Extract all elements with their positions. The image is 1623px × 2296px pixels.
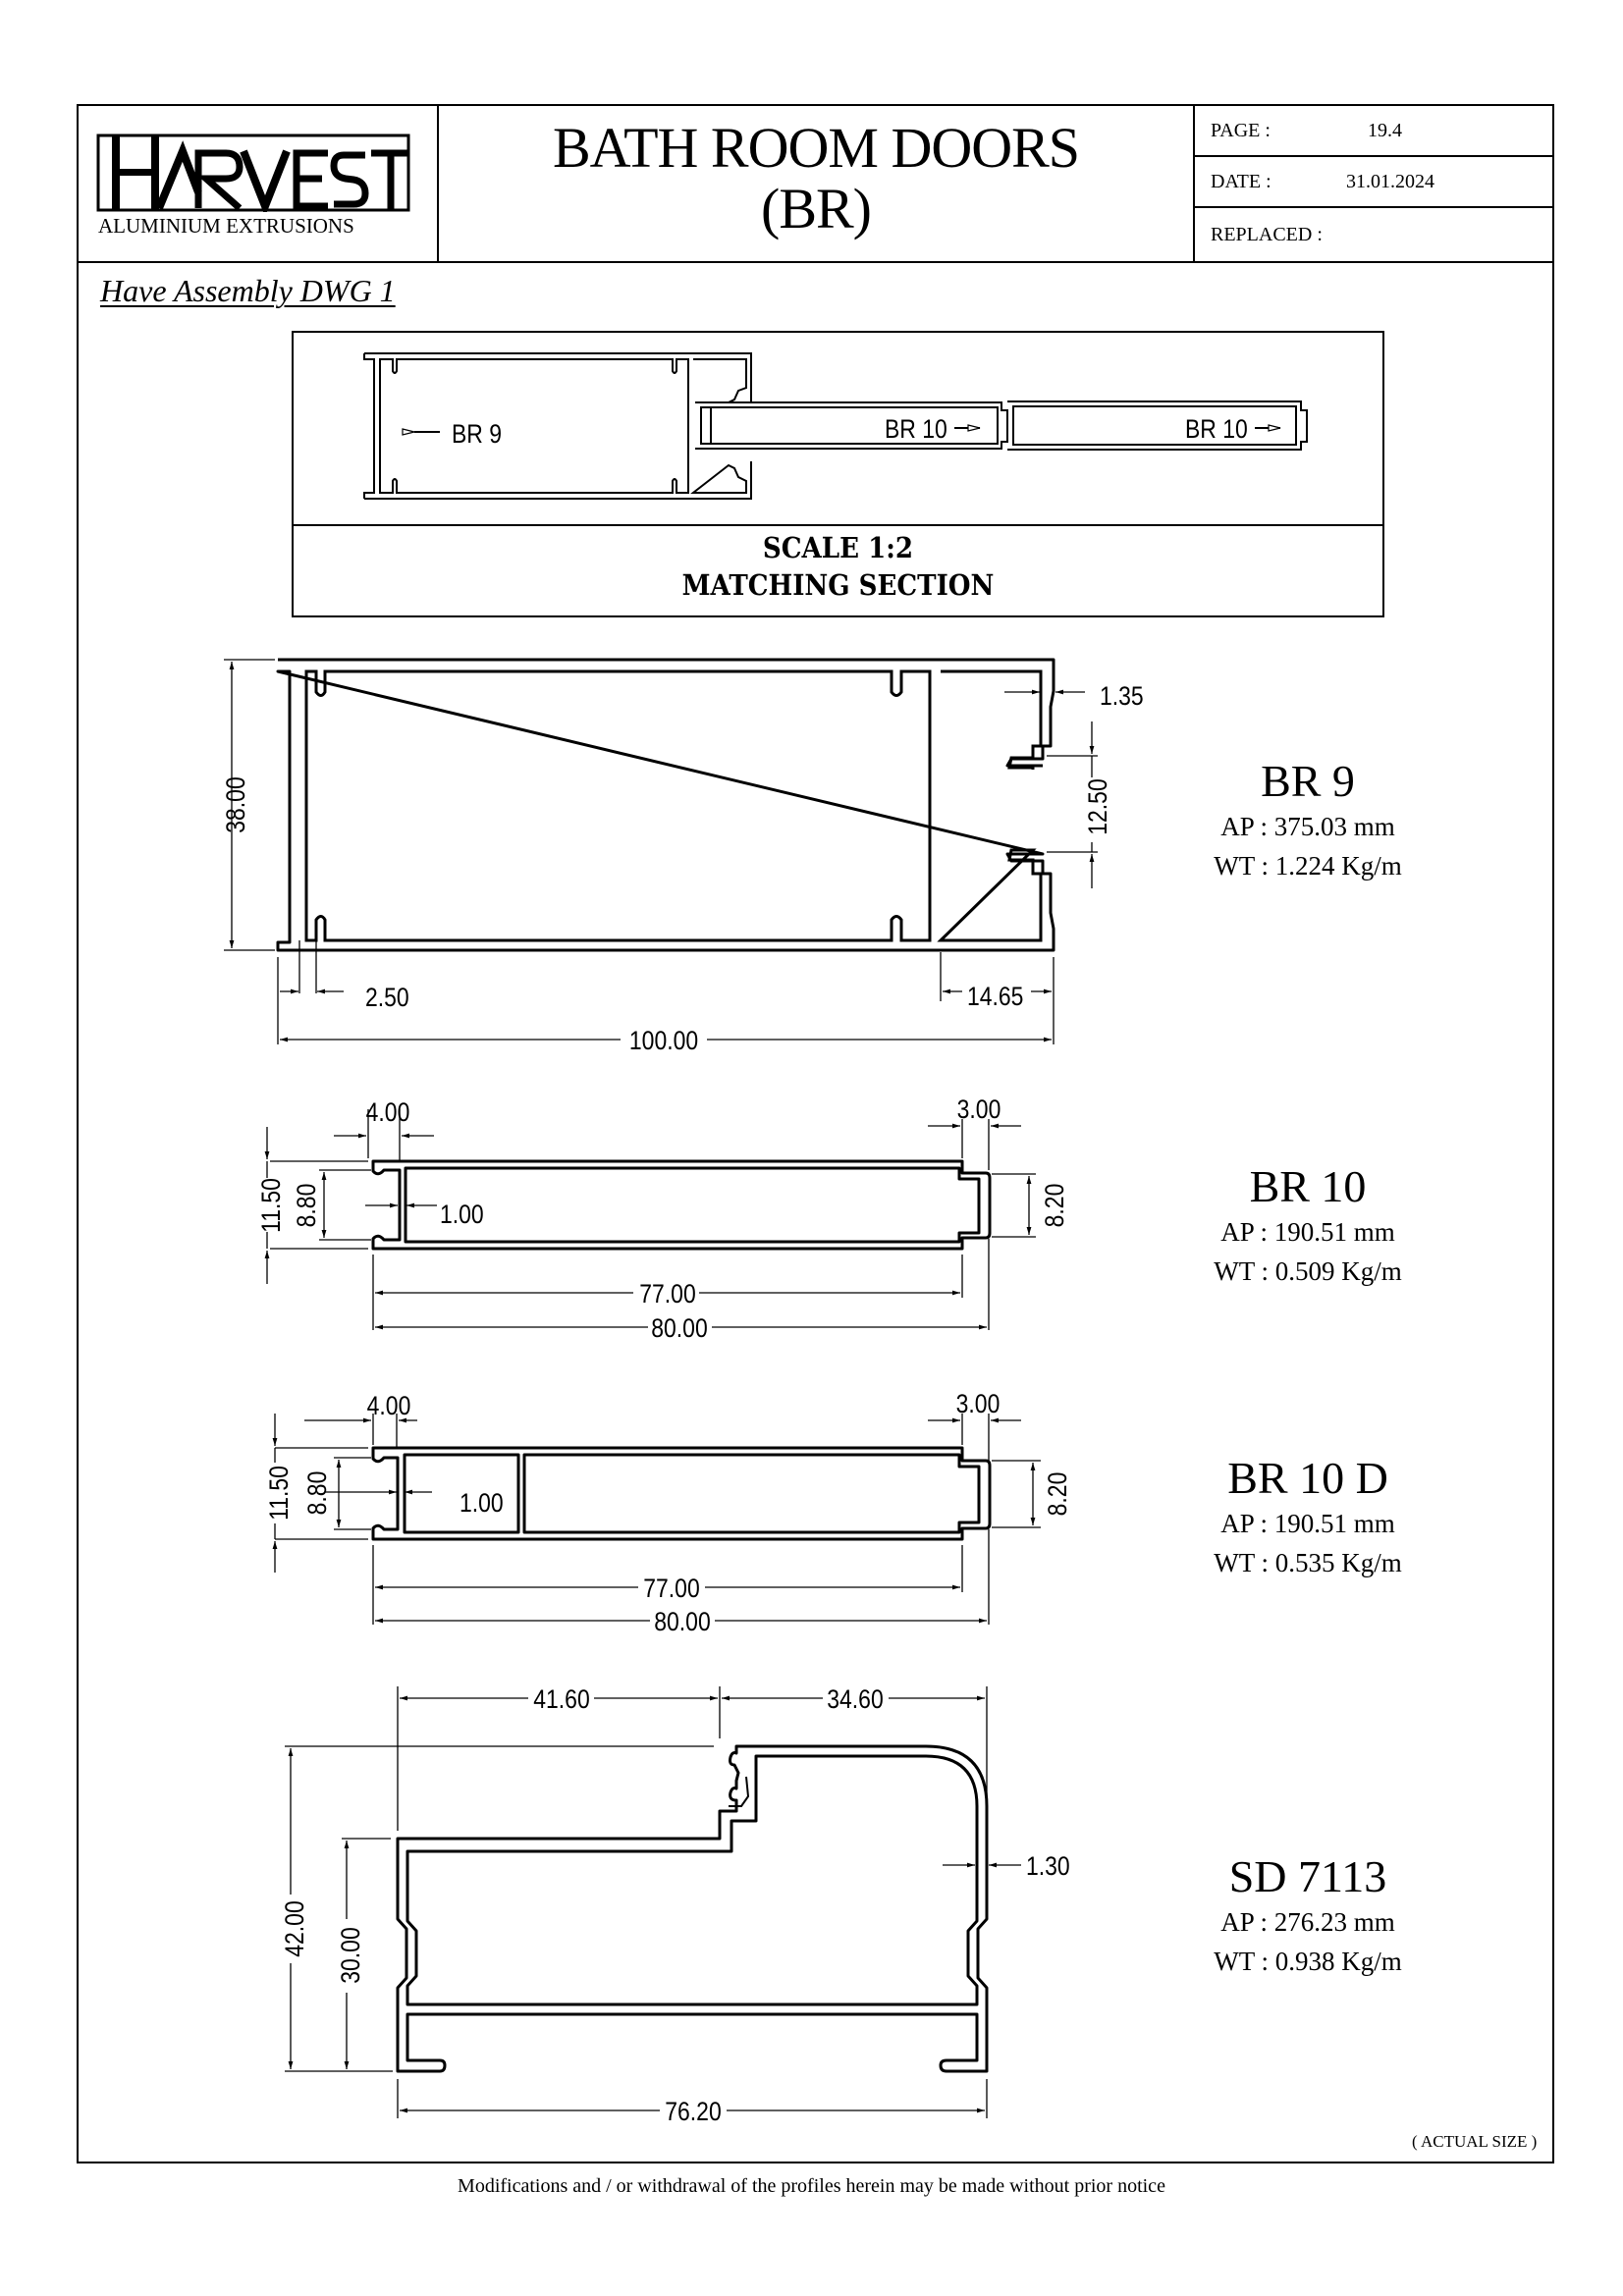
br10d-dim-nose-height: 8.20 xyxy=(1043,1472,1072,1517)
page-title: BATH ROOM DOORS (BR) xyxy=(437,104,1195,263)
harvest-logo xyxy=(96,133,410,212)
assembly-note: Have Assembly DWG 1 xyxy=(100,273,396,308)
match-label-br10-b: BR 10 xyxy=(1185,414,1248,444)
profile-ap: AP : 190.51 mm xyxy=(1220,1509,1395,1538)
br10-dim-inner-length: 77.00 xyxy=(639,1279,695,1308)
profile-code: SD 7113 xyxy=(1228,1851,1387,1901)
replaced-label: REPLACED : xyxy=(1211,223,1323,245)
br9-dim-right-chamber: 14.65 xyxy=(967,982,1023,1011)
br9-dim-height: 38.00 xyxy=(221,776,250,832)
profile-wt: WT : 0.938 Kg/m xyxy=(1214,1947,1402,1976)
profile-wt: WT : 0.535 Kg/m xyxy=(1214,1548,1402,1577)
br10d-dim-inner-length: 77.00 xyxy=(643,1574,699,1603)
match-label-br10-a: BR 10 xyxy=(885,414,947,444)
sd7113-dim-wall: 1.30 xyxy=(1026,1851,1070,1881)
title-line-1: BATH ROOM DOORS xyxy=(552,116,1080,180)
br10d-dim-inner-height: 8.80 xyxy=(302,1471,332,1516)
profile-wt: WT : 1.224 Kg/m xyxy=(1214,851,1402,881)
br9-dim-wall-offset: 2.50 xyxy=(365,983,409,1012)
profile-ap: AP : 375.03 mm xyxy=(1220,812,1395,841)
sd7113-dim-left-width: 41.60 xyxy=(533,1684,589,1714)
sd7113-dim-right-width: 34.60 xyxy=(827,1684,883,1714)
divider xyxy=(294,524,1382,526)
br10d-dim-length: 80.00 xyxy=(654,1607,710,1636)
profile-code: BR 9 xyxy=(1261,756,1355,806)
match-label-br9: BR 9 xyxy=(452,419,502,449)
br10-dim-wall: 1.00 xyxy=(440,1200,484,1229)
sd7113-dim-width: 76.20 xyxy=(665,2097,721,2126)
br9-dim-width: 100.00 xyxy=(629,1026,698,1055)
br10d-profile xyxy=(371,1446,992,1541)
br10-dim-nose-height: 8.20 xyxy=(1040,1184,1069,1228)
sd7113-dim-height: 42.00 xyxy=(280,1900,309,1956)
matching-section-drawing xyxy=(363,352,1308,500)
meta-replaced: REPLACED : xyxy=(1193,206,1554,263)
br10-profile xyxy=(371,1159,992,1251)
date-value: 31.01.2024 xyxy=(1346,170,1434,192)
br10-dim-left-lip: 4.00 xyxy=(366,1097,410,1127)
sd7113-profile xyxy=(396,1744,989,2073)
br10-dim-inner-height: 8.80 xyxy=(292,1184,321,1228)
br9-profile xyxy=(276,658,1055,952)
logo-subtitle: ALUMINIUM EXTRUSIONS xyxy=(98,214,354,238)
matching-section-caption: SCALE 1:2 MATCHING SECTION xyxy=(348,529,1327,604)
profile-wt: WT : 0.509 Kg/m xyxy=(1214,1256,1402,1286)
br10-dim-right-lip: 3.00 xyxy=(957,1095,1001,1124)
br10-dim-length: 80.00 xyxy=(651,1313,707,1343)
logo-cell: ALUMINIUM EXTRUSIONS xyxy=(77,104,439,263)
br9-dim-wall: 1.35 xyxy=(1100,681,1144,711)
spec-br10: BR 10 AP : 190.51 mm WT : 0.509 Kg/m xyxy=(1170,1161,1445,1291)
spec-br9: BR 9 AP : 375.03 mm WT : 1.224 Kg/m xyxy=(1170,756,1445,885)
br10-dimensions xyxy=(264,1109,1036,1330)
br10d-dim-wall: 1.00 xyxy=(460,1488,504,1518)
br10d-dim-left-lip: 4.00 xyxy=(367,1391,411,1420)
br10-dim-height: 11.50 xyxy=(256,1178,286,1233)
br9-dim-slot: 12.50 xyxy=(1083,778,1112,834)
matching-section-box: SCALE 1:2 MATCHING SECTION xyxy=(292,331,1384,617)
actual-size-note: ( ACTUAL SIZE ) xyxy=(1412,2132,1538,2151)
profile-code: BR 10 D xyxy=(1227,1453,1388,1503)
br10d-dim-right-lip: 3.00 xyxy=(956,1389,1001,1418)
title-line-2: (BR) xyxy=(761,177,872,240)
profile-ap: AP : 190.51 mm xyxy=(1220,1217,1395,1247)
date-label: DATE : xyxy=(1211,170,1271,192)
sd7113-dim-lower-height: 30.00 xyxy=(336,1927,365,1983)
br10d-dim-height: 11.50 xyxy=(264,1466,294,1521)
page-value: 19.4 xyxy=(1368,119,1402,141)
spec-br10d: BR 10 D AP : 190.51 mm WT : 0.535 Kg/m xyxy=(1170,1453,1445,1582)
footer-disclaimer: Modifications and / or withdrawal of the… xyxy=(458,2175,1165,2197)
sd7113-dimensions xyxy=(285,1686,1021,2118)
profile-code: BR 10 xyxy=(1249,1161,1367,1211)
profile-ap: AP : 276.23 mm xyxy=(1220,1907,1395,1937)
spec-sd7113: SD 7113 AP : 276.23 mm WT : 0.938 Kg/m xyxy=(1170,1851,1445,1981)
section-label: MATCHING SECTION xyxy=(681,568,995,602)
br10d-dimensions xyxy=(272,1414,1041,1625)
meta-block: PAGE : 19.4 DATE : 31.01.2024 REPLACED : xyxy=(1193,104,1554,263)
br9-dimensions xyxy=(224,659,1098,1044)
page-label: PAGE : xyxy=(1211,119,1271,141)
scale-label: SCALE 1:2 xyxy=(762,531,914,564)
